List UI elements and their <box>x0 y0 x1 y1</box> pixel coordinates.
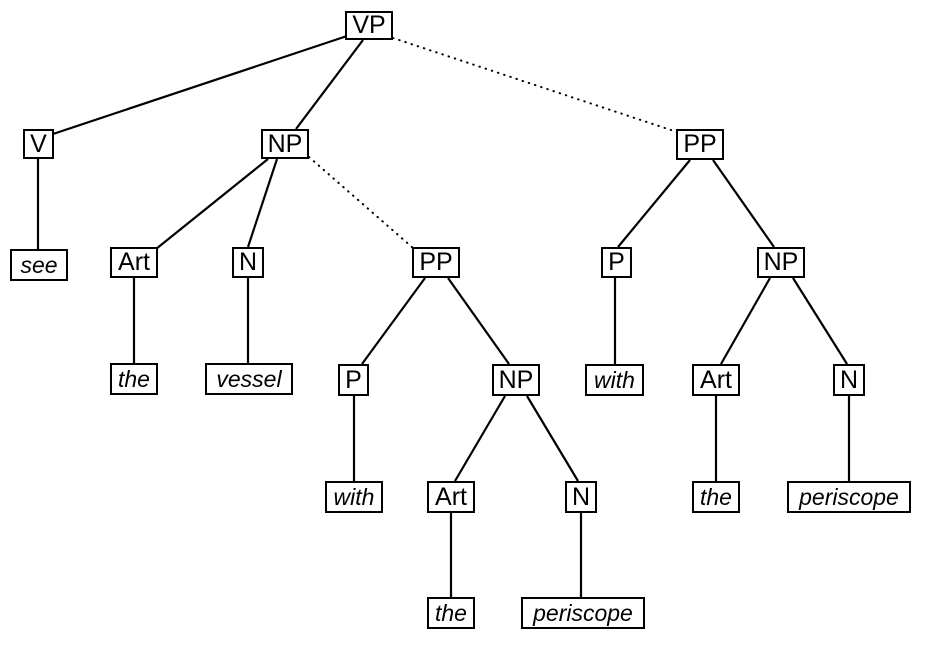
tree-edge-vp-pp_right <box>392 37 678 133</box>
tree-edge-np_right-art_r <box>720 277 771 365</box>
tree-edge-pp_right-np_right <box>712 159 775 248</box>
tree-category-node-vp: VP <box>345 11 393 40</box>
tree-leaf-node-the1: the <box>110 363 158 395</box>
tree-leaf-node-see: see <box>10 249 68 281</box>
tree-leaf-node-the_m: the <box>427 597 475 629</box>
tree-category-node-v: V <box>23 129 54 159</box>
tree-category-node-n_r: N <box>833 364 865 396</box>
tree-category-node-p_right: P <box>601 247 632 278</box>
tree-leaf-node-periscope_m: periscope <box>521 597 645 629</box>
tree-category-node-n1: N <box>232 247 264 278</box>
tree-leaf-node-with_m: with <box>325 481 383 513</box>
tree-edge-np1-pp_mid <box>308 156 414 249</box>
tree-edge-vp-np1 <box>295 39 364 130</box>
tree-category-node-n_m: N <box>565 481 597 513</box>
tree-category-node-art_r: Art <box>692 364 740 396</box>
tree-edge-pp_right-p_right <box>617 159 691 248</box>
tree-edge-np_right-n_r <box>792 277 848 365</box>
tree-category-node-p_mid: P <box>338 364 369 396</box>
tree-leaf-node-periscope_r: periscope <box>787 481 911 513</box>
tree-edge-vp-v <box>52 33 351 136</box>
tree-edge-pp_mid-p_mid <box>361 277 426 365</box>
tree-edge-np1-art1 <box>155 158 269 250</box>
tree-category-node-np1: NP <box>261 129 309 159</box>
tree-leaf-node-vessel: vessel <box>205 363 293 395</box>
tree-edge-np_mid-art_m <box>454 395 506 482</box>
tree-category-node-pp_mid: PP <box>412 247 460 278</box>
tree-category-node-art1: Art <box>110 247 158 278</box>
tree-leaf-node-the_r: the <box>692 481 740 513</box>
tree-category-node-pp_right: PP <box>676 129 724 160</box>
tree-edge-pp_mid-np_mid <box>447 277 510 365</box>
tree-edge-np1-n1 <box>246 158 279 248</box>
tree-category-node-np_mid: NP <box>492 364 540 396</box>
tree-category-node-np_right: NP <box>757 247 805 278</box>
tree-leaf-node-with_r: with <box>585 364 644 396</box>
tree-edge-np_mid-n_m <box>526 395 579 482</box>
tree-category-node-art_m: Art <box>427 481 475 513</box>
